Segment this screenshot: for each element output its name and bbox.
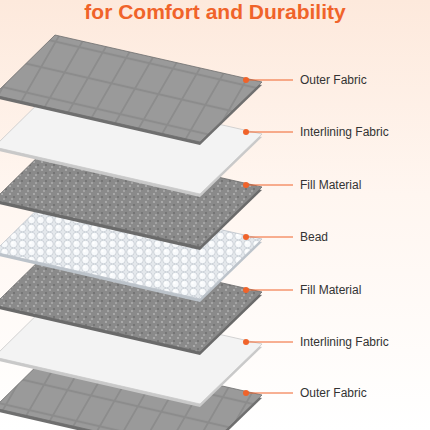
leader-dot [243, 234, 249, 240]
leader-line [246, 237, 293, 238]
leader-dot [243, 182, 249, 188]
leader-dot [243, 77, 249, 83]
leader-dot [243, 339, 249, 345]
leader-line [246, 185, 293, 186]
part-label: Outer Fabric [300, 386, 367, 400]
title: for Comfort and Durability [0, 0, 430, 24]
part-label: Interlining Fabric [300, 125, 389, 139]
leader-line [246, 132, 293, 133]
leader-dot [243, 390, 249, 396]
part-label: Outer Fabric [300, 73, 367, 87]
part-label: Bead [300, 230, 328, 244]
part-label: Fill Material [300, 283, 361, 297]
leader-line [246, 393, 293, 394]
leader-dot [243, 129, 249, 135]
leader-line [246, 342, 293, 343]
leader-line [246, 290, 293, 291]
leader-line [246, 80, 293, 81]
part-label: Fill Material [300, 178, 361, 192]
leader-dot [243, 287, 249, 293]
layer-sheet [0, 35, 262, 142]
part-label: Interlining Fabric [300, 335, 389, 349]
